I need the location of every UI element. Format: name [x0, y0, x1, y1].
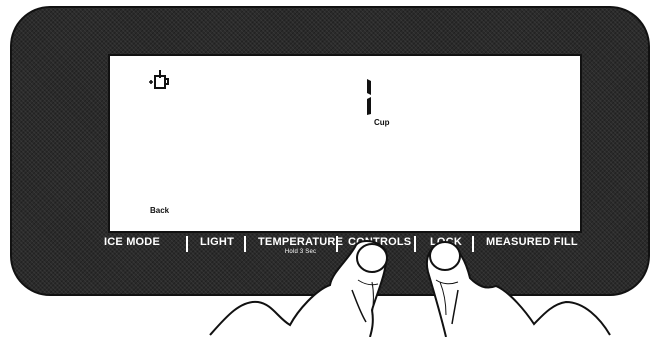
ice-mode-button[interactable]: ICE MODE	[104, 236, 160, 248]
separator	[244, 236, 246, 252]
measured-fill-button[interactable]: MEASURED FILL	[486, 236, 578, 248]
unit-label: Cup	[374, 118, 390, 127]
hold-hints: Vacation Mode Calibrate Measured Fill Tu…	[286, 224, 536, 234]
separator	[414, 236, 416, 252]
calibrate-hint: Calibrate Measured Fill	[360, 224, 422, 230]
vacation-mode-hint: Vacation Mode	[298, 224, 338, 230]
separator	[336, 236, 338, 252]
temperature-button[interactable]: TEMPERATURE Hold 3 Sec	[258, 236, 343, 255]
cup-count-digit	[364, 78, 374, 116]
turn-cooling-off-hint: Turn Cooling Off	[454, 224, 498, 230]
lcd-display: Cup Back	[108, 54, 582, 233]
hint-line	[286, 228, 296, 229]
temperature-label: TEMPERATURE	[258, 236, 343, 248]
hint-line	[506, 228, 516, 229]
controls-button[interactable]: CONTROLS	[348, 236, 411, 248]
temperature-hold-label: Hold 3 Sec	[258, 249, 343, 255]
separator	[472, 236, 474, 252]
back-label[interactable]: Back	[150, 206, 169, 215]
measured-fill-icon	[146, 68, 174, 94]
separator	[186, 236, 188, 252]
hint-line	[342, 228, 358, 229]
hint-line	[436, 228, 452, 229]
light-button[interactable]: LIGHT	[200, 236, 234, 248]
lock-button[interactable]: LOCK	[430, 236, 462, 248]
button-row: ICE MODE LIGHT TEMPERATURE Hold 3 Sec CO…	[96, 236, 576, 264]
